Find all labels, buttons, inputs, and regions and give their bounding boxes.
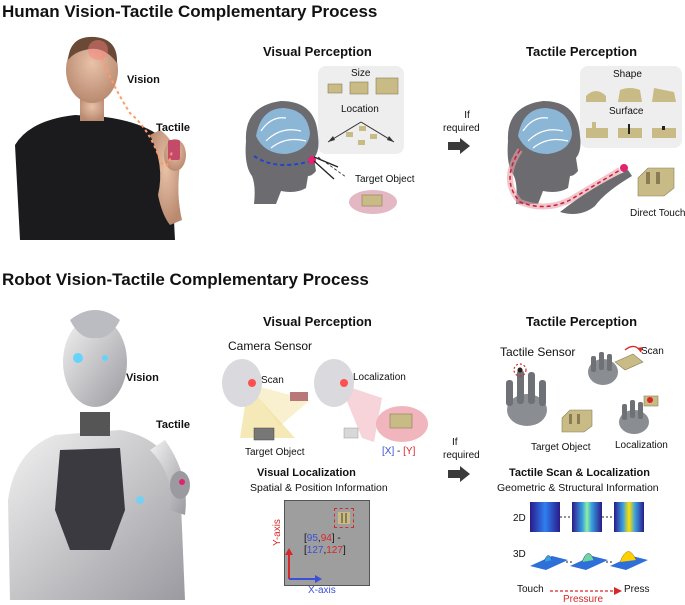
coord1-comma: , — [317, 533, 321, 544]
x-axis-label: X-axis — [308, 585, 336, 596]
human-tactile-nerve-path — [507, 148, 632, 214]
human-size-label: Size — [351, 68, 371, 79]
tactile-3d-surfaces — [530, 551, 648, 570]
robot-target-label: Target Object — [245, 447, 305, 458]
human-figure-illustration — [15, 36, 186, 240]
human-tactile-head-icon — [507, 101, 581, 204]
coord1-x: 95 — [306, 533, 318, 544]
coord1-open: [ — [304, 533, 307, 544]
pressure-arrow — [550, 587, 622, 595]
human-vision-label: Vision — [127, 74, 160, 86]
tactile-scan-label: Scan — [641, 346, 664, 357]
coord-line-1: [95,94] - — [304, 533, 341, 544]
human-target-label: Target Object — [355, 174, 415, 185]
shape-surface-objects — [586, 88, 676, 138]
human-tactile-title: Tactile Perception — [526, 44, 638, 59]
human-visual-title: Visual Perception — [263, 44, 372, 59]
coord1-close: ] - — [331, 533, 341, 544]
robot-localization-label: Localization — [353, 372, 406, 383]
tactile-scan-subtitle: Geometric & Structural Information — [497, 482, 659, 494]
human-location-label: Location — [341, 104, 379, 115]
camera-sensor-label: Camera Sensor — [228, 339, 313, 353]
tactile-localization-label: Localization — [615, 440, 668, 451]
human-tactile-label: Tactile — [156, 122, 191, 134]
y-axis-label: Y-axis — [271, 519, 283, 546]
human-shape-label: Shape — [613, 69, 642, 80]
size-location-objects — [327, 77, 399, 145]
localization-plot-area — [284, 500, 370, 586]
coord1-y: 94 — [320, 533, 332, 544]
tactile-2d-heatmaps — [530, 502, 644, 532]
tactile-target-label: Target Object — [531, 442, 591, 453]
robot-scan-head-icon — [222, 359, 310, 441]
human-target-object — [349, 190, 397, 214]
robot-hand-scan-icon — [588, 345, 644, 385]
tactile-target-object — [561, 409, 593, 433]
tactile-scan-title: Tactile Scan & Localization — [509, 467, 650, 479]
pressure-label: Pressure — [563, 594, 604, 605]
visual-localization-title: Visual Localization — [257, 467, 356, 479]
robot-hand-sensor-icon — [506, 363, 547, 426]
robot-figure-illustration — [8, 310, 190, 600]
human-direct-touch-label: Direct Touch — [630, 208, 685, 219]
tactile-sensor-label: Tactile Sensor — [500, 345, 576, 359]
coord2-close: ] — [342, 545, 346, 556]
robot-if-label: If — [452, 437, 458, 448]
press-label: Press — [624, 584, 650, 595]
robot-scan-label: Scan — [261, 375, 284, 386]
robot-required-label: required — [443, 450, 480, 461]
robot-tactile-label: Tactile — [156, 419, 191, 431]
human-vision-rays — [313, 156, 347, 180]
touch-label: Touch — [517, 584, 544, 595]
robot-hand-localization-icon — [619, 395, 659, 434]
human-if-label: If — [464, 110, 470, 121]
robot-visual-title: Visual Perception — [263, 314, 372, 329]
localization-target-icon — [338, 512, 350, 524]
xy-dash: - — [394, 446, 404, 457]
human-tactile-object — [637, 167, 675, 197]
robot-vision-label: Vision — [126, 372, 159, 384]
human-surface-label: Surface — [609, 106, 644, 117]
robot-section-title: Robot Vision-Tactile Complementary Proce… — [2, 270, 369, 289]
robot-flow-arrow-icon — [448, 466, 470, 482]
label-2d: 2D — [513, 513, 526, 524]
coord2-comma: , — [323, 545, 327, 556]
xy-readout: [X] - [Y] — [382, 446, 415, 457]
robot-tactile-title: Tactile Perception — [526, 314, 638, 329]
human-section-title: Human Vision-Tactile Complementary Proce… — [2, 2, 378, 21]
robot-localization-head-icon — [314, 359, 428, 442]
localization-axes — [285, 548, 322, 583]
human-visual-head-icon — [245, 101, 319, 204]
coord2-open: [ — [304, 545, 307, 556]
visual-localization-subtitle: Spatial & Position Information — [250, 482, 388, 494]
coord2-y: 127 — [326, 545, 343, 556]
coord-line-2: [127,127] — [304, 545, 346, 556]
xy-y-label: [Y] — [403, 446, 416, 457]
xy-x-label: [X] — [382, 446, 395, 457]
localization-target-box — [334, 508, 354, 528]
coord2-x: 127 — [306, 545, 324, 556]
human-flow-arrow-icon — [448, 138, 470, 154]
label-3d: 3D — [513, 549, 526, 560]
human-required-label: required — [443, 123, 480, 134]
